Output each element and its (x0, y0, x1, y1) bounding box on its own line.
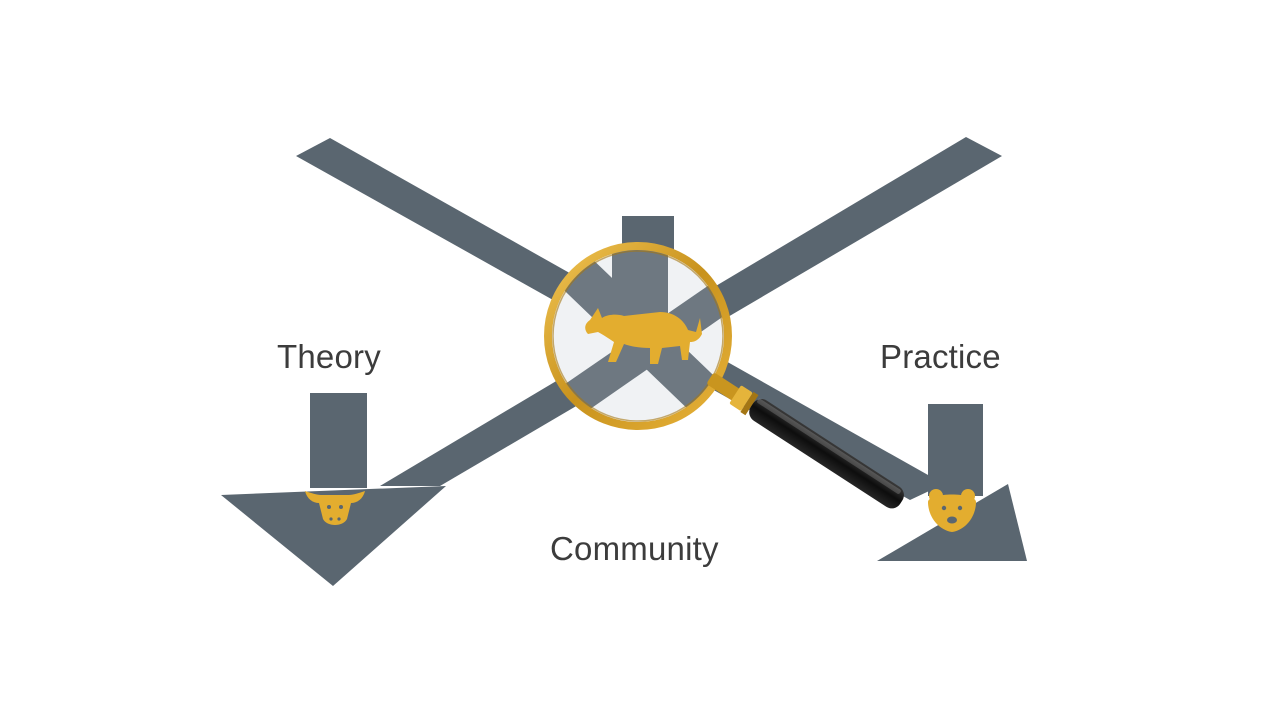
label-community: Community (550, 530, 719, 567)
bull-icon (585, 308, 702, 364)
arrow-stem-theory (310, 393, 367, 488)
bear-head-icon (928, 489, 976, 532)
magnifying-glass-icon (707, 373, 904, 509)
arrow-stem-practice (928, 404, 983, 496)
label-practice: Practice (880, 338, 1001, 375)
magnifier-ring (544, 242, 732, 430)
bull-head-icon (305, 491, 365, 525)
arrow-head-theory (221, 486, 446, 586)
label-theory: Theory (277, 338, 381, 375)
